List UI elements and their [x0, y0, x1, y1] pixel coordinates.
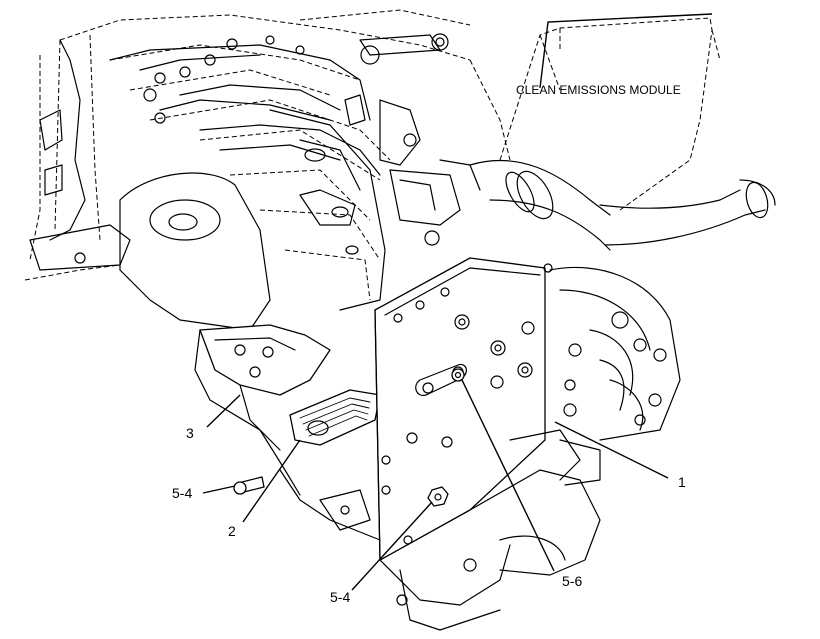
gasket-part-2: [289, 389, 381, 446]
callout-5-6: 5-6: [562, 573, 582, 589]
callout-1: 1: [678, 474, 686, 490]
leader-lines: [202, 13, 713, 591]
engine-block: [29, 33, 481, 331]
clean-emissions-module-outline: [499, 17, 721, 211]
mounting-plate-part-1: [374, 257, 553, 561]
exhaust-pipe: [469, 160, 776, 251]
mounting-bracket-part-3: [194, 324, 331, 496]
callout-5-4-left: 5-4: [172, 485, 192, 501]
bolt-5-4-lower: [427, 486, 449, 507]
callout-2: 2: [228, 523, 236, 539]
bolt-5-6: [451, 368, 465, 382]
phantom-engine-outline: [24, 9, 511, 301]
clean-emissions-module-label: CLEAN EMISSIONS MODULE: [516, 83, 681, 97]
lower-gear-housing: [279, 429, 601, 631]
turbo-and-tubing: [549, 266, 681, 486]
callout-5-4-lower: 5-4: [330, 589, 350, 605]
callout-3: 3: [186, 425, 194, 441]
bolt-5-4-left: [233, 476, 265, 495]
